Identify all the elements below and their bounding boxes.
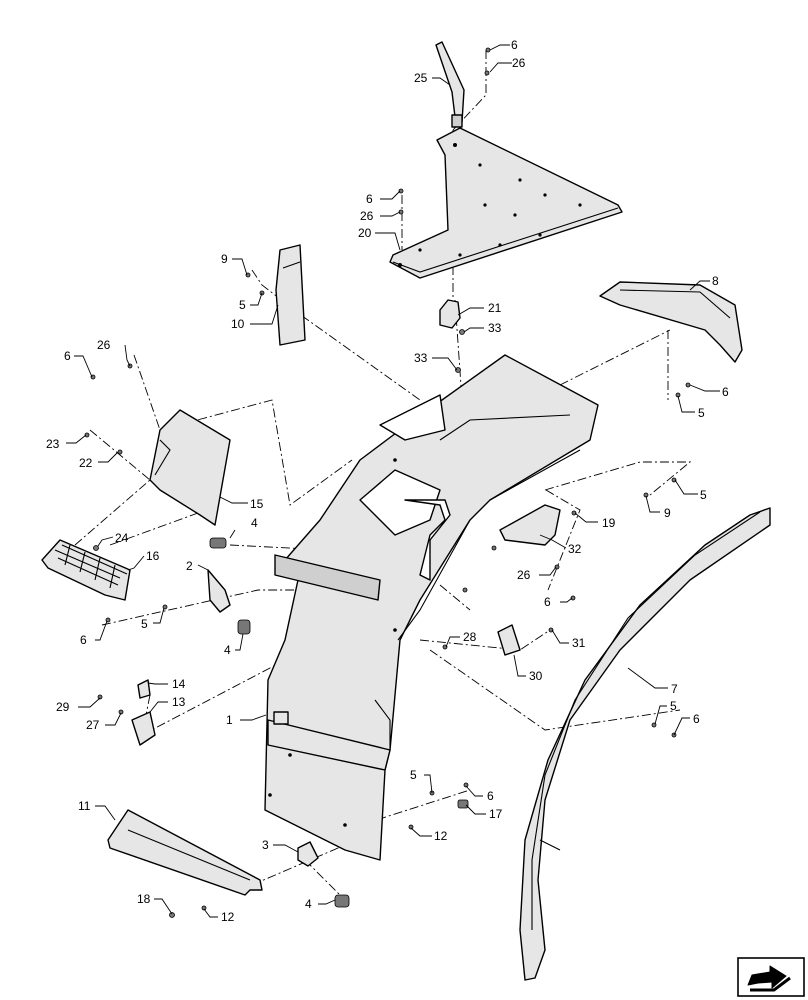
part-20-platform-plate	[389, 127, 623, 279]
part-1-fender-frame	[264, 354, 599, 861]
part-13-latch	[131, 679, 156, 746]
callout-6: 6	[511, 38, 518, 52]
callout-6: 6	[544, 595, 551, 609]
callout-4: 4	[251, 516, 258, 530]
callout-5: 5	[698, 406, 705, 420]
callout-7: 7	[671, 682, 678, 696]
callout-20: 20	[358, 226, 372, 240]
callout-8: 8	[712, 274, 719, 288]
part-15-mounting-plate	[149, 409, 231, 526]
frame-tubing	[404, 499, 451, 581]
callout-30: 30	[529, 669, 543, 683]
callout-11: 11	[78, 799, 91, 813]
callout-26: 26	[97, 338, 111, 352]
callout-33: 33	[414, 351, 428, 365]
callout-27: 27	[86, 718, 100, 732]
callout-26: 26	[360, 209, 374, 223]
callout-6: 6	[722, 385, 729, 399]
callout-29: 29	[56, 700, 70, 714]
callout-26: 26	[512, 56, 526, 70]
callout-5: 5	[410, 768, 417, 782]
callout-leaders	[66, 44, 720, 918]
callout-4: 4	[224, 643, 231, 657]
callout-28: 28	[463, 630, 477, 644]
callout-21: 21	[488, 301, 502, 315]
callout-25: 25	[414, 71, 428, 85]
callout-labels: 6 26 25 6 26 20 9 5 10 8 21 33 33 26 6 6…	[46, 38, 729, 924]
callout-6: 6	[64, 349, 71, 363]
callout-9: 9	[664, 506, 671, 520]
callout-14: 14	[172, 677, 186, 691]
callout-5: 5	[700, 488, 707, 502]
part-2-bracket	[207, 569, 231, 613]
callout-6: 6	[693, 712, 700, 726]
callout-15: 15	[250, 497, 264, 511]
callout-12: 12	[434, 829, 448, 843]
part-25-bracket	[435, 41, 465, 128]
next-page-arrow-icon[interactable]	[737, 957, 805, 997]
part-16-step	[41, 539, 131, 601]
callout-24: 24	[115, 531, 129, 545]
callout-33: 33	[488, 321, 502, 335]
part-8-fender-cap	[599, 281, 743, 363]
callout-31: 31	[572, 636, 586, 650]
callout-12: 12	[221, 910, 235, 924]
callout-18: 18	[137, 892, 151, 906]
part-10-side-panel	[275, 244, 306, 346]
callout-32: 32	[568, 542, 582, 556]
callout-17: 17	[489, 807, 503, 821]
callout-6: 6	[366, 192, 373, 206]
callout-23: 23	[46, 437, 60, 451]
callout-1: 1	[226, 713, 233, 727]
callout-6: 6	[487, 789, 494, 803]
callout-16: 16	[146, 549, 160, 563]
callout-5: 5	[239, 298, 246, 312]
part-11-step-bracket	[107, 809, 263, 896]
callout-22: 22	[79, 456, 93, 470]
callout-5: 5	[141, 617, 148, 631]
part-32-bracket	[499, 504, 561, 546]
callout-9: 9	[221, 252, 228, 266]
callout-2: 2	[186, 559, 193, 573]
callout-6: 6	[80, 633, 87, 647]
callout-5: 5	[670, 699, 677, 713]
part-21-clip	[439, 299, 461, 329]
callout-13: 13	[172, 695, 186, 709]
part-3-mount	[297, 841, 319, 867]
part-30-plate	[497, 624, 521, 656]
callout-4: 4	[305, 897, 312, 911]
callout-3: 3	[262, 838, 269, 852]
callout-10: 10	[231, 317, 245, 331]
part-7-fender-arc	[519, 507, 771, 981]
callout-26: 26	[517, 568, 531, 582]
callout-19: 19	[602, 516, 616, 530]
